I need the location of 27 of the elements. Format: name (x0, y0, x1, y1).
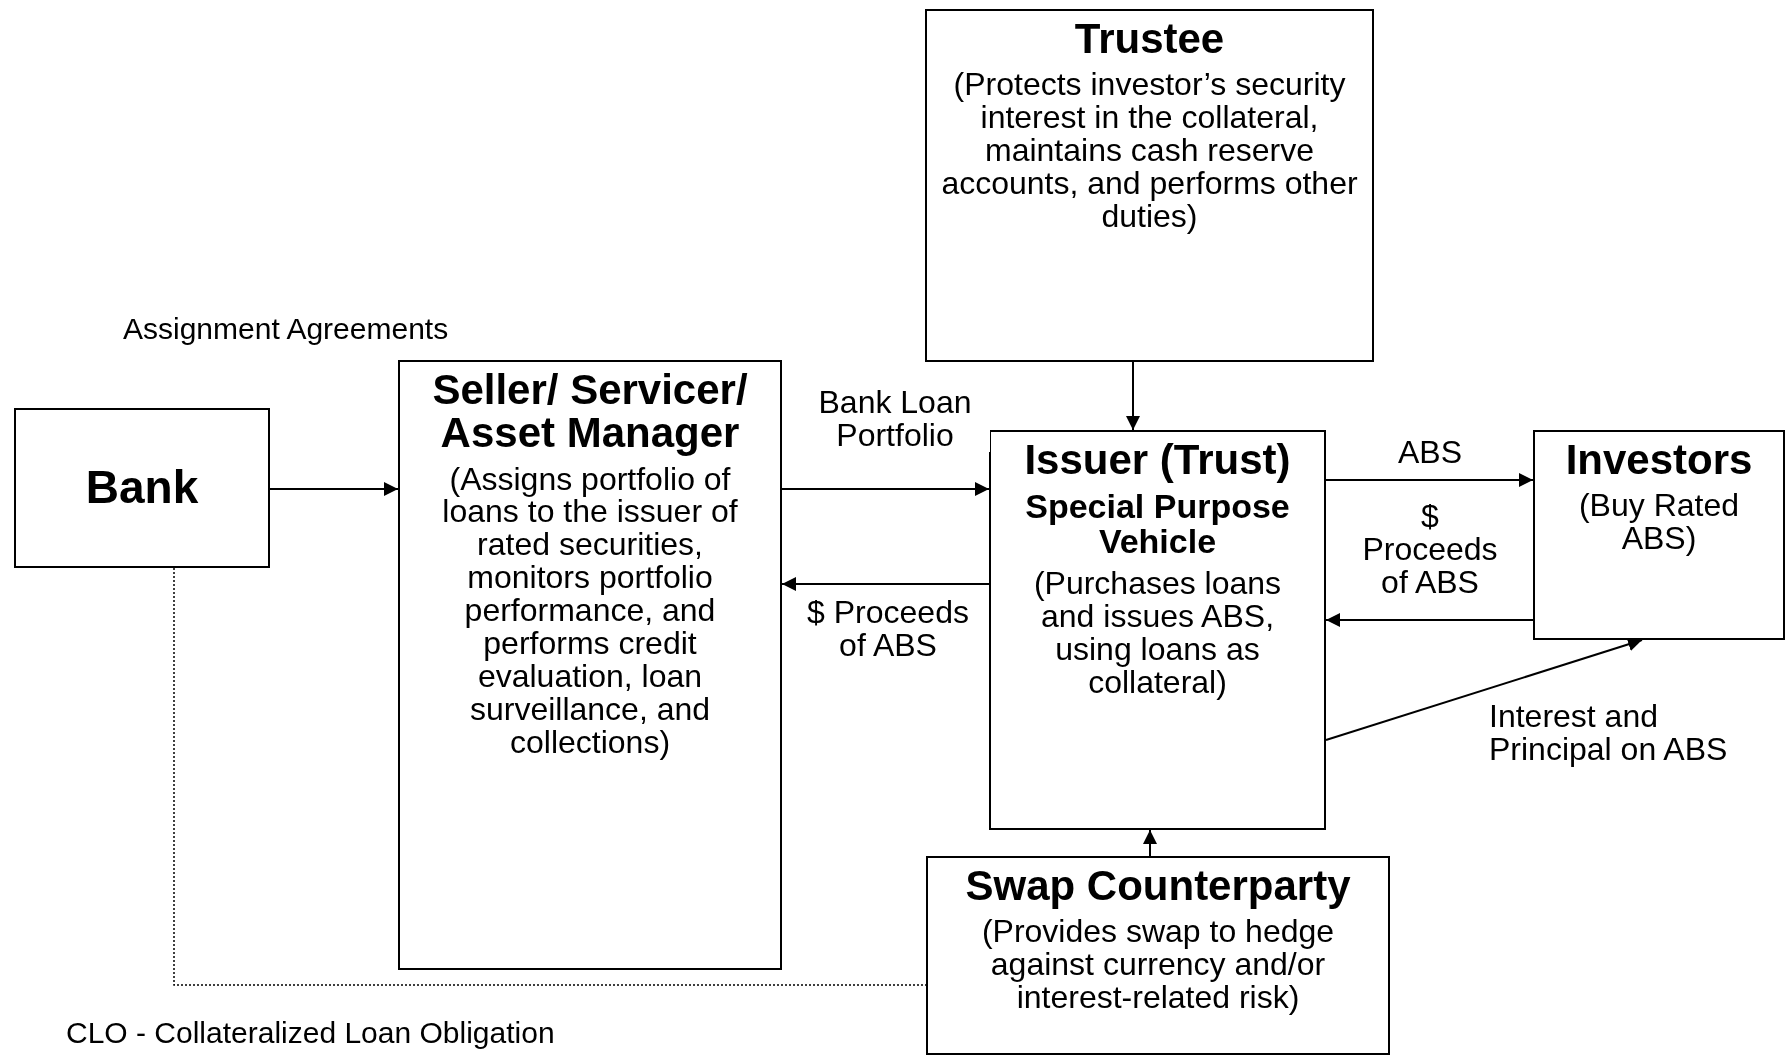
arrow (1325, 613, 1534, 627)
box-title: Swap Counterparty (965, 864, 1351, 908)
box-title: Investors (1565, 438, 1753, 482)
process-box (398, 360, 782, 970)
process-box (1533, 430, 1785, 640)
box-title: Seller/ Servicer/ Asset Manager (431, 368, 749, 455)
footnote-text: CLO - Collateralized Loan Obligation (66, 1016, 555, 1050)
arrow (1325, 473, 1534, 487)
arrow (1143, 829, 1157, 857)
arrow (1126, 361, 1140, 431)
box-description: (Provides swap to hedge against currency and/or interest-related risk) (980, 915, 1336, 1015)
process-box (926, 856, 1390, 1055)
arrow (269, 482, 399, 496)
box-description: (Purchases loans and issues ABS, using loans as collateral) (1032, 567, 1283, 700)
process-box (925, 9, 1374, 362)
annotation-text: Assignment Agreements (123, 312, 449, 346)
box-title: Issuer (Trust) (1024, 438, 1291, 482)
box-title: Bank (85, 464, 199, 512)
process-box (989, 430, 1326, 830)
box-subtitle: Special Purpose Vehicle (1024, 489, 1291, 560)
arrow (781, 482, 990, 496)
box-description: (Protects investor’s security interest in the collateral, maintains cash reserve accounts, and performs other duties) (941, 68, 1358, 233)
box-title: Trustee (1074, 17, 1225, 61)
arrow (781, 577, 990, 591)
process-box (14, 408, 270, 568)
box-description: (Assigns portfolio of loans to the issuer of rated securities, monitors portfolio performance, and performs credit evaluation, loan surveillance, and collections) (441, 462, 739, 760)
box-description: (Buy Rated ABS) (1577, 489, 1741, 556)
